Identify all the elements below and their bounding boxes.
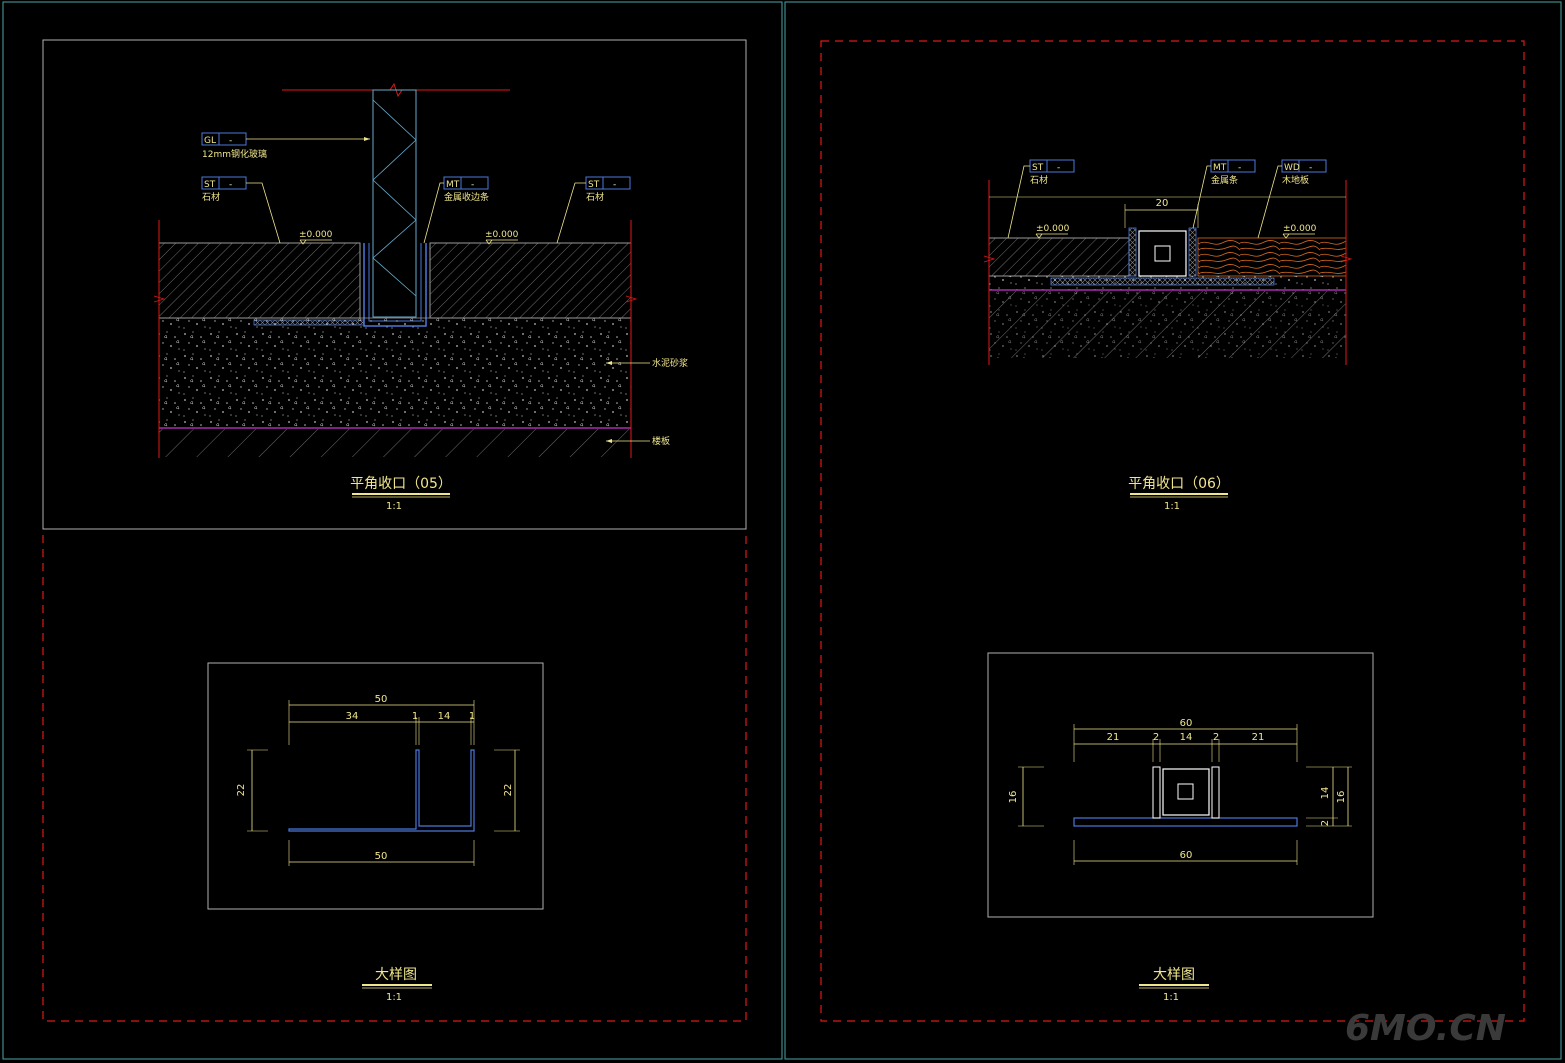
dim-right-14: 14	[1320, 787, 1331, 800]
sample-left-title: 大样图	[375, 967, 417, 983]
dim-top-50: 50	[375, 694, 388, 705]
svg-text:ST: ST	[1032, 163, 1044, 173]
detail-06-title: 平角收口（06）	[1128, 476, 1230, 492]
svg-text:-: -	[229, 180, 232, 190]
level-right: ±0.000	[485, 230, 519, 240]
tag-st-06: ST - 石材	[1007, 159, 1075, 239]
svg-text:GL: GL	[204, 136, 216, 146]
dim-1a: 1	[412, 711, 418, 722]
detail-05-scale: 1:1	[386, 501, 402, 512]
label-mortar: 水泥砂浆	[652, 357, 688, 369]
svg-text:WD: WD	[1284, 163, 1300, 173]
svg-text:MT: MT	[1213, 163, 1227, 173]
dim-2b: 2	[1213, 732, 1219, 743]
tag-mt: MT - 金属收边条	[423, 176, 489, 244]
svg-text:MT: MT	[446, 180, 460, 190]
svg-text:ST: ST	[588, 180, 600, 190]
dim-21b: 21	[1252, 732, 1265, 743]
detail-06: 20 ±0.000 ±0.000 ST - 石材 MT - 金属条 WD	[983, 159, 1353, 512]
sample-left-scale: 1:1	[386, 992, 402, 1003]
svg-text:石材: 石材	[586, 191, 604, 203]
dim-34: 34	[346, 711, 359, 722]
label-slab: 楼板	[652, 435, 670, 447]
sample-right-scale: 1:1	[1163, 992, 1179, 1003]
tag-mt-06: MT - 金属条	[1192, 159, 1256, 229]
svg-text:12mm钢化玻璃: 12mm钢化玻璃	[202, 148, 267, 160]
detail-06-scale: 1:1	[1164, 501, 1180, 512]
svg-text:ST: ST	[204, 180, 216, 190]
svg-text:石材: 石材	[1030, 174, 1048, 186]
dim-left-16: 16	[1008, 791, 1019, 804]
level-left: ±0.000	[299, 230, 333, 240]
dim-left-22: 22	[236, 784, 247, 797]
detail-05-title: 平角收口（05）	[350, 476, 452, 492]
dim-14: 14	[1180, 732, 1193, 743]
sample-right-title: 大样图	[1153, 967, 1195, 983]
dim-2a: 2	[1153, 732, 1159, 743]
svg-text:-: -	[1057, 163, 1060, 173]
tag-st-right: ST - 石材	[556, 176, 631, 244]
tag-st-left: ST - 石材	[201, 176, 281, 244]
dim-right-22: 22	[503, 784, 514, 797]
dim-bottom-60: 60	[1180, 850, 1193, 861]
svg-text:-: -	[1309, 163, 1312, 173]
sample-left: 50 34 1 14 1 22 22 50 大样图 1:1	[236, 694, 520, 1003]
tag-wd-06: WD - 木地板	[1257, 159, 1327, 239]
svg-text:-: -	[1238, 163, 1241, 173]
detail-05: ±0.000 ±0.000 GL - 12mm钢化玻璃 ST - 石材 MT -	[153, 82, 688, 512]
dim-top-60: 60	[1180, 718, 1193, 729]
dim-bottom-50: 50	[375, 851, 388, 862]
dim-21a: 21	[1107, 732, 1120, 743]
svg-text:金属收边条: 金属收边条	[444, 191, 489, 203]
svg-text:-: -	[229, 136, 232, 146]
svg-text:-: -	[471, 180, 474, 190]
watermark: 6MO.CN	[1345, 1008, 1506, 1049]
dim-14: 14	[438, 711, 451, 722]
sample-right: 60 21 2 14 2 21 16 14 16 2 60 大样图 1:1	[1008, 718, 1352, 1003]
dim-20: 20	[1156, 198, 1169, 209]
level-right-06: ±0.000	[1283, 224, 1317, 234]
svg-text:石材: 石材	[202, 191, 220, 203]
tag-gl: GL - 12mm钢化玻璃	[201, 132, 370, 160]
svg-text:木地板: 木地板	[1282, 174, 1309, 186]
dim-right-16: 16	[1336, 791, 1347, 804]
svg-text:-: -	[613, 180, 616, 190]
dim-right-2: 2	[1320, 820, 1331, 826]
dim-1b: 1	[469, 711, 475, 722]
level-left-06: ±0.000	[1036, 224, 1070, 234]
svg-text:金属条: 金属条	[1211, 174, 1238, 186]
